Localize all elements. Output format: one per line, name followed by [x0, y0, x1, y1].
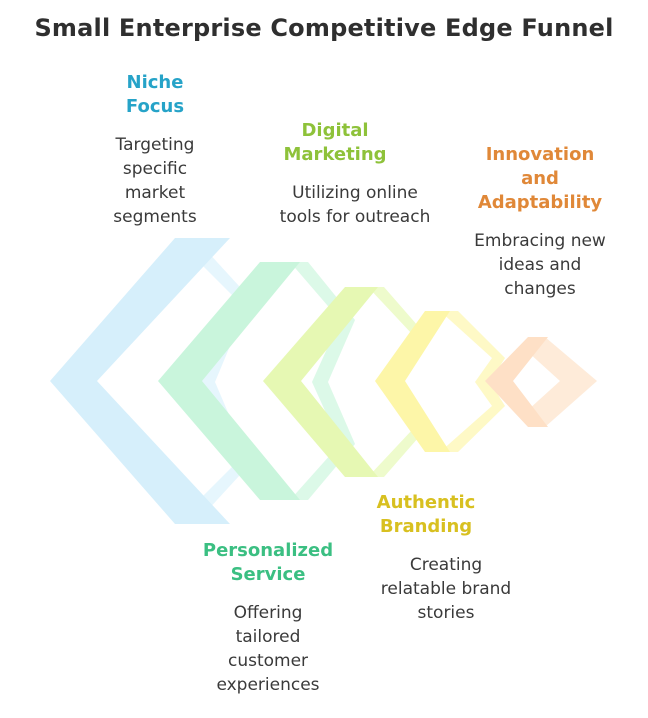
stage-description: Utilizing online tools for outreach [279, 183, 431, 227]
stage-5-chevron [485, 337, 597, 427]
stage-5-chevron-front [485, 337, 548, 427]
stage-label: Digital Marketing [283, 120, 387, 165]
stage-label: Innovation and Adaptability [477, 144, 603, 213]
stage-description: Targeting specific market segments [113, 135, 197, 227]
stage-2-chevron-front [158, 262, 300, 500]
stage-niche-focus: Niche Focus Targeting specific market se… [95, 71, 215, 229]
stage-digital-marketing: Digital Marketing Utilizing online tools… [275, 119, 431, 229]
stage-innovation-adaptability: Innovation and Adaptability Embracing ne… [460, 143, 620, 301]
stage-description: Creating relatable brand stories [380, 555, 512, 623]
stage-personalized-service: Personalized Service Offering tailored c… [193, 539, 343, 697]
stage-4-chevron-front [375, 311, 450, 452]
stage-description: Offering tailored customer experiences [216, 603, 320, 695]
stage-2-chevron [158, 262, 355, 500]
stage-label: Niche Focus [125, 72, 185, 117]
stage-label: Authentic Branding [376, 492, 476, 537]
stage-1-chevron [50, 238, 250, 524]
stage-authentic-branding: Authentic Branding Creating relatable br… [366, 491, 526, 625]
stage-4-chevron-back [440, 311, 505, 452]
stage-description: Embracing new ideas and changes [474, 231, 606, 299]
stage-1-chevron-front [50, 238, 230, 524]
diagram-title: Small Enterprise Competitive Edge Funnel [34, 14, 614, 42]
stage-label: Personalized Service [202, 540, 334, 585]
stage-5-chevron-back [528, 337, 597, 427]
stage-3-chevron-front [263, 287, 378, 477]
stage-4-chevron [375, 311, 505, 452]
